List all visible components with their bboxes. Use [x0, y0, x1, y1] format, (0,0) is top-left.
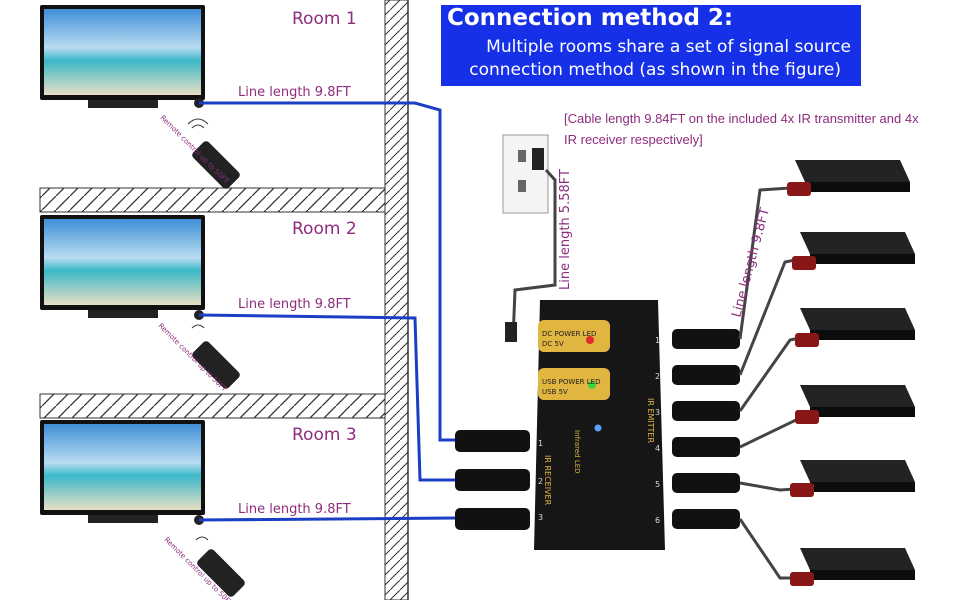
power-line-length: Line length 5.58FT — [558, 169, 573, 290]
out-port-1: 1 — [655, 336, 660, 345]
out-port-3: 3 — [655, 408, 660, 417]
room-1-remote-range: Remote control up to 50FT — [159, 114, 231, 186]
in-port-2: 2 — [538, 477, 543, 486]
tv-room-3 — [40, 420, 205, 523]
usb-power-led — [588, 381, 596, 389]
dvd-player — [792, 232, 915, 270]
ir-emitter-label: IR EMITTER — [646, 398, 655, 443]
in-port-1: 1 — [538, 439, 543, 448]
room-3-label: Room 3 — [292, 425, 357, 445]
remote-control-icon — [191, 324, 240, 389]
room-1-label: Room 1 — [292, 9, 357, 29]
out-port-5: 5 — [655, 480, 660, 489]
floor-dividers — [39, 187, 386, 419]
out-port-6: 6 — [655, 516, 660, 525]
cable-length-note: [Cable length 9.84FT on the included 4x … — [564, 111, 919, 147]
dc-plug-icon — [505, 322, 517, 342]
room-3-line-length: Line length 9.8FT — [238, 502, 351, 517]
receiver-connectors — [455, 430, 530, 530]
wall — [384, 0, 409, 600]
tv-room-2 — [40, 215, 205, 318]
out-port-2: 2 — [655, 372, 660, 381]
title-banner: Connection method 2: Multiple rooms shar… — [441, 5, 861, 86]
title-heading: Connection method 2: — [447, 5, 734, 31]
ir-receiver-label: IR RECEIVER — [543, 455, 552, 506]
room2-cable — [198, 313, 455, 482]
ir-hub — [534, 300, 665, 550]
remote-control-icon — [195, 536, 245, 597]
dvd-player — [790, 548, 915, 586]
room-2-line-length: Line length 9.8FT — [238, 297, 351, 312]
room1-cable — [199, 101, 455, 442]
emitter-connectors — [672, 329, 740, 529]
infrared-led-label: Infrared LED — [573, 430, 581, 474]
power-adapter-icon — [532, 148, 544, 170]
usb-power-sub: USB 5V — [542, 388, 568, 396]
remote-control-icon — [187, 118, 240, 189]
dc-power-label: DC POWER LED — [542, 330, 596, 338]
dvd-player — [795, 308, 915, 347]
power-cable — [511, 168, 557, 341]
dvd-player — [795, 385, 915, 424]
tv-room-1 — [40, 5, 205, 108]
room-2-label: Room 2 — [292, 219, 357, 239]
emitter-line-length: Line length 9.8FT — [729, 206, 773, 319]
usb-power-label: USB POWER LED — [542, 378, 600, 386]
title-line-3: connection method (as shown in the figur… — [469, 60, 841, 80]
out-port-4: 4 — [655, 444, 660, 453]
wall-outlet — [502, 134, 549, 214]
dvd-player — [790, 460, 915, 497]
room3-cable — [198, 516, 456, 522]
dc-power-led — [586, 336, 594, 344]
in-port-3: 3 — [538, 513, 543, 522]
dc-power-sub: DC 5V — [542, 340, 564, 348]
room-1-line-length: Line length 9.8FT — [238, 85, 351, 100]
dvd-player — [787, 160, 910, 196]
infrared-led — [594, 424, 602, 432]
title-line-2: Multiple rooms share a set of signal sou… — [486, 37, 851, 57]
